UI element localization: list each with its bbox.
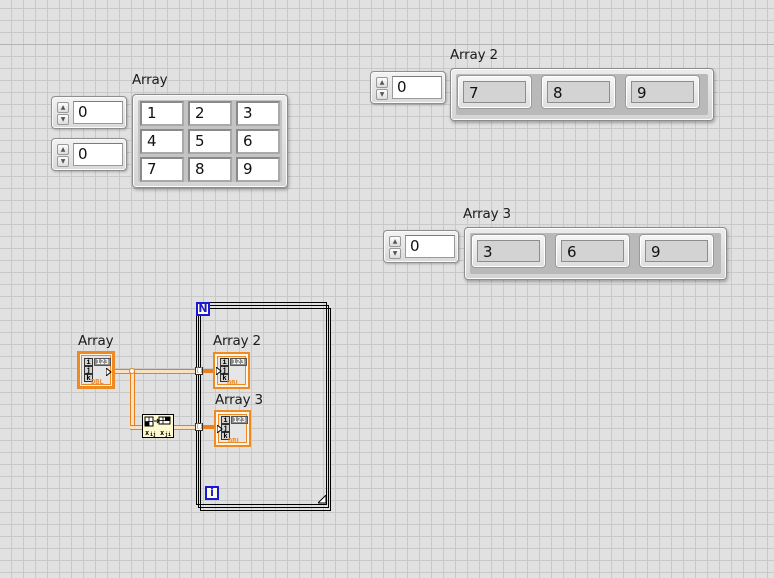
array2-indicator-terminal[interactable]: i j k 123 DBL bbox=[213, 352, 250, 389]
increment-arrow-icon[interactable]: ▲ bbox=[57, 102, 69, 113]
wire-array-to-loop[interactable] bbox=[113, 369, 197, 374]
decrement-arrow-icon[interactable]: ▼ bbox=[376, 89, 388, 100]
array-2d-control: 1 2 3 4 5 6 7 8 9 bbox=[132, 94, 288, 188]
array3-element: 6 bbox=[555, 234, 630, 268]
increment-arrow-icon[interactable]: ▲ bbox=[57, 144, 69, 155]
transpose-2d-array-node[interactable]: x ij x ji bbox=[142, 414, 174, 438]
increment-arrow-icon[interactable]: ▲ bbox=[376, 77, 388, 88]
array2-terminal-label: Array 2 bbox=[213, 333, 261, 349]
svg-text:ij: ij bbox=[150, 431, 156, 437]
col-index-field[interactable]: 0 bbox=[73, 143, 123, 166]
array-cell[interactable]: 7 bbox=[140, 157, 184, 182]
svg-text:x: x bbox=[145, 429, 150, 437]
wire-branch-down[interactable] bbox=[130, 371, 135, 427]
decrement-arrow-icon[interactable]: ▼ bbox=[57, 114, 69, 125]
input-tunnel[interactable]: [] bbox=[195, 423, 204, 431]
array3-indicator-terminal[interactable]: i j k 123 DBL bbox=[214, 410, 251, 447]
for-loop-shadow bbox=[200, 308, 331, 511]
array-col-index[interactable]: ▲ ▼ 0 bbox=[51, 138, 127, 171]
array3-index[interactable]: ▲ ▼ 0 bbox=[383, 230, 459, 263]
array2-element: 7 bbox=[457, 75, 532, 109]
array-cell[interactable]: 2 bbox=[188, 101, 232, 126]
array-cell[interactable]: 3 bbox=[236, 101, 280, 126]
array2-label: Array 2 bbox=[450, 47, 498, 63]
array2-element: 8 bbox=[541, 75, 616, 109]
loop-iteration-terminal[interactable]: i bbox=[205, 486, 219, 500]
array3-element: 3 bbox=[471, 234, 546, 268]
array-cell[interactable]: 8 bbox=[188, 157, 232, 182]
array3-terminal-label: Array 3 bbox=[215, 392, 263, 408]
array-cell[interactable]: 5 bbox=[188, 129, 232, 154]
array-cell[interactable]: 6 bbox=[236, 129, 280, 154]
array3-element: 9 bbox=[639, 234, 714, 268]
indicator-arrow-icon bbox=[216, 367, 222, 375]
repr-badge: DBL bbox=[91, 378, 104, 386]
wire-tunnel-to-array3[interactable] bbox=[203, 425, 216, 429]
repr-badge: DBL bbox=[227, 379, 240, 387]
svg-text:ji: ji bbox=[165, 431, 171, 437]
increment-arrow-icon[interactable]: ▲ bbox=[389, 236, 401, 247]
array2-index[interactable]: ▲ ▼ 0 bbox=[370, 71, 446, 104]
array-terminal-label: Array bbox=[78, 333, 114, 349]
array-row-index[interactable]: ▲ ▼ 0 bbox=[51, 96, 127, 129]
input-tunnel[interactable]: [] bbox=[195, 367, 204, 375]
wire-junction bbox=[129, 368, 135, 374]
row-index-field[interactable]: 0 bbox=[73, 101, 123, 124]
array-cell[interactable]: 9 bbox=[236, 157, 280, 182]
array-label: Array bbox=[132, 72, 168, 88]
numeric-type-badge: 123 bbox=[231, 416, 248, 424]
grid-major-line bbox=[0, 44, 774, 45]
array3-indicator: 3 6 9 bbox=[464, 227, 727, 280]
svg-text:x: x bbox=[160, 429, 165, 437]
for-loop-shadow bbox=[198, 305, 329, 508]
array2-indicator: 7 8 9 bbox=[450, 68, 714, 121]
indicator-arrow-icon bbox=[217, 425, 223, 433]
array-cell[interactable]: 1 bbox=[140, 101, 184, 126]
numeric-type-badge: 123 bbox=[230, 358, 247, 366]
decrement-arrow-icon[interactable]: ▼ bbox=[57, 156, 69, 167]
array3-label: Array 3 bbox=[463, 206, 511, 222]
loop-count-terminal[interactable]: N bbox=[196, 302, 210, 316]
for-loop[interactable] bbox=[196, 302, 327, 505]
wire-tunnel-to-array2[interactable] bbox=[203, 369, 216, 373]
repr-badge: DBL bbox=[228, 437, 241, 445]
wire-transpose-to-loop[interactable] bbox=[173, 425, 197, 430]
loop-corner-icon bbox=[318, 495, 327, 504]
control-arrow-icon bbox=[106, 368, 112, 376]
array2-index-field[interactable]: 0 bbox=[392, 76, 442, 99]
decrement-arrow-icon[interactable]: ▼ bbox=[389, 248, 401, 259]
array-cell[interactable]: 4 bbox=[140, 129, 184, 154]
numeric-type-badge: 123 bbox=[94, 358, 111, 366]
array-control-terminal[interactable]: i j k 123 DBL bbox=[77, 351, 115, 389]
array2-element: 9 bbox=[625, 75, 700, 109]
transpose-icon: x ij x ji bbox=[144, 416, 171, 438]
array3-index-field[interactable]: 0 bbox=[405, 235, 455, 258]
wire-to-transpose[interactable] bbox=[130, 425, 142, 430]
